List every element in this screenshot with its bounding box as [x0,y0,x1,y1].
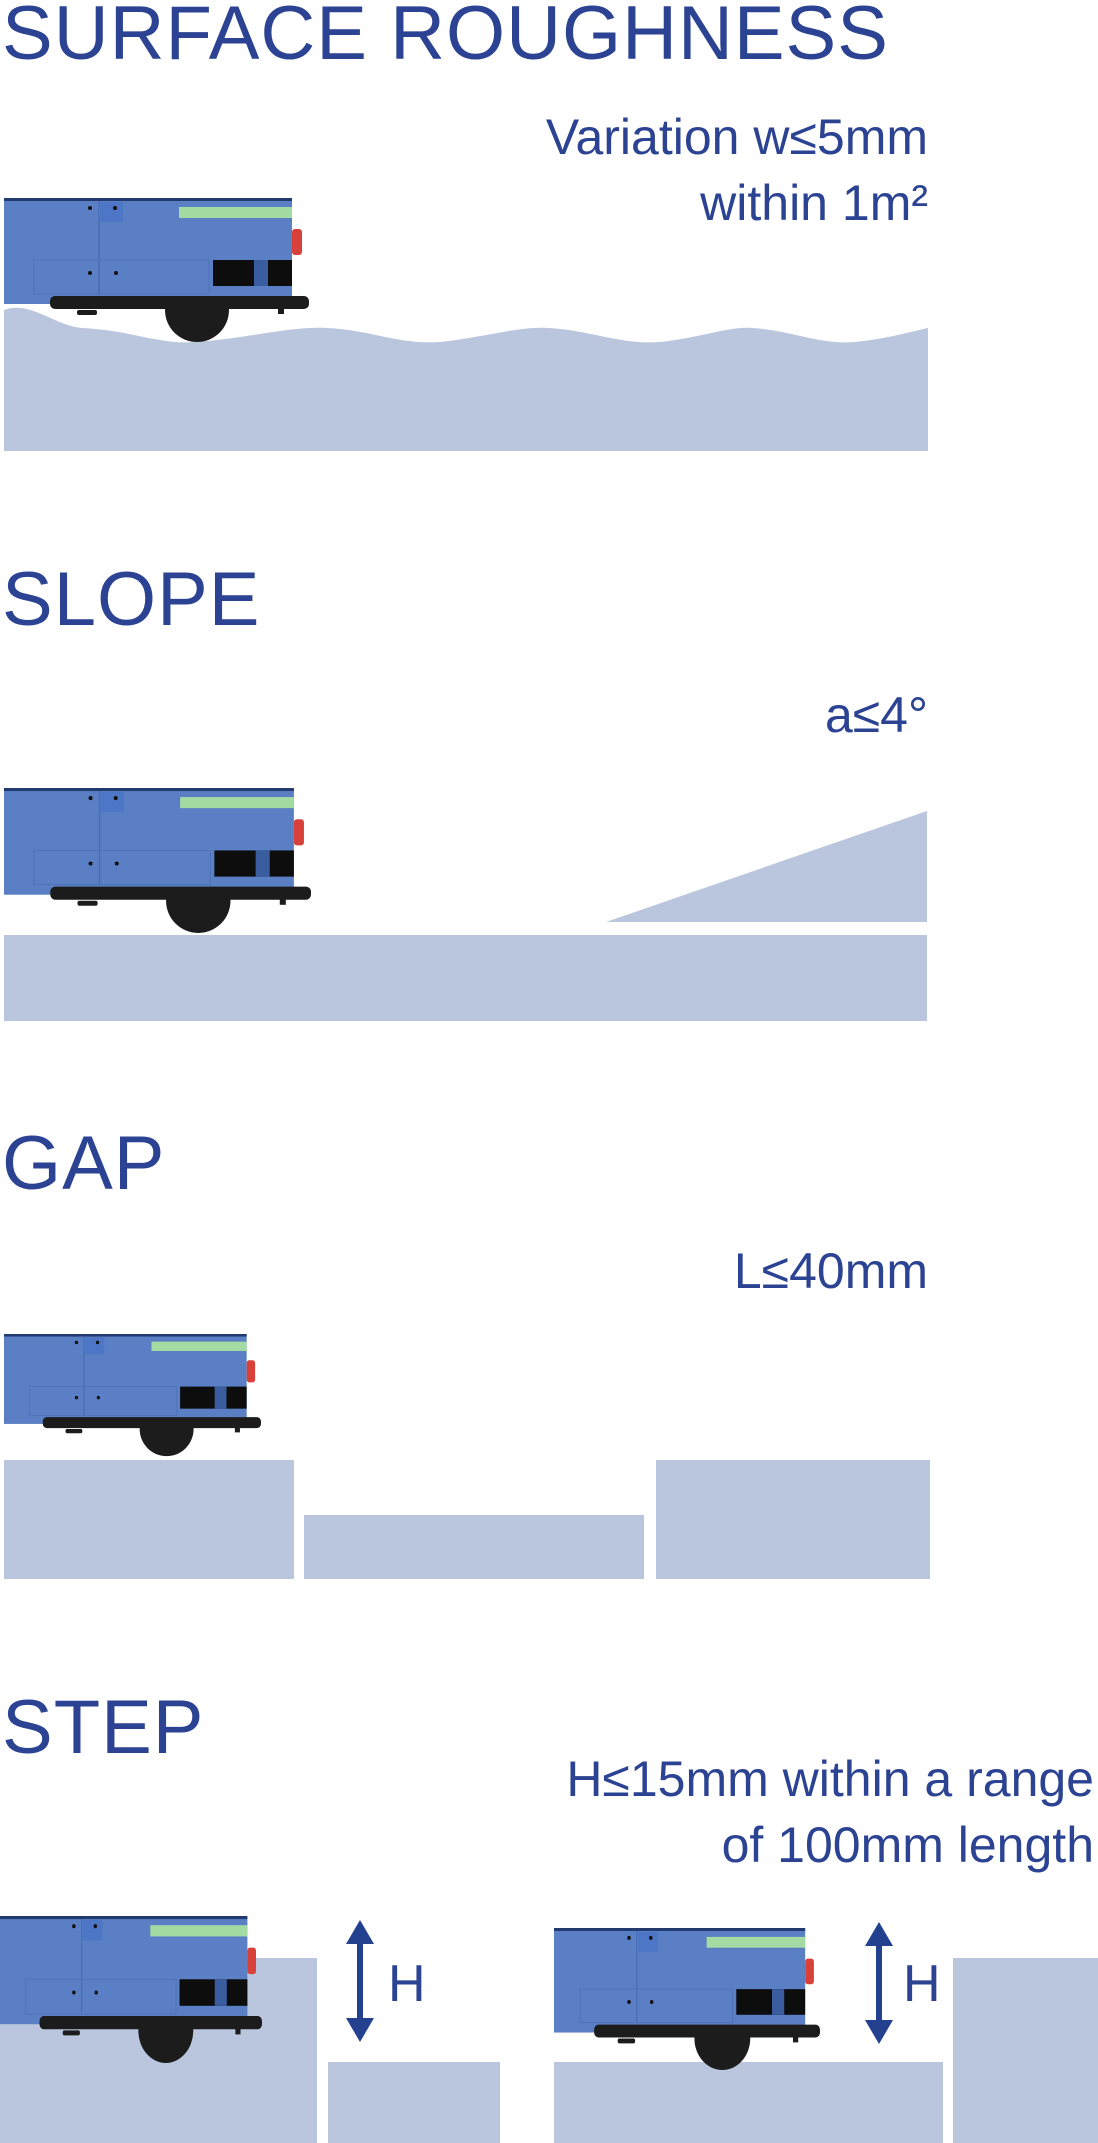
robot-icon [4,788,312,933]
roughness-spec-line2: within 1m² [700,175,928,231]
rough-surface [4,307,928,451]
robot-icon [4,198,309,342]
step-title: STEP [2,1685,205,1770]
step-spec: H≤15mm within a range of 100mm length [566,1746,1094,1878]
step-height-label: H [388,1955,426,2013]
gap-floor-right [656,1460,930,1579]
roughness-spec-line1: Variation w≤5mm [545,109,928,165]
gap-floor-left [4,1460,294,1579]
gap-floor-sunken [304,1515,644,1579]
height-arrow-icon [865,1922,893,2044]
step-block-low-middle [554,2062,943,2143]
step-height-label: H [903,1955,941,2013]
slope-spec: a≤4° [824,687,928,743]
slope-title: SLOPE [2,557,261,642]
robot-step-low [554,1928,820,2071]
robot-slope [4,788,312,934]
step-spec-line2: of 100mm length [721,1817,1094,1873]
robot-icon [0,1916,262,2063]
roughness-spec: Variation w≤5mm within 1m² [546,104,928,236]
step-block-low-left [328,2062,500,2143]
robot-roughness [4,198,309,343]
robot-step-high [0,1916,262,2064]
step-block-high-right [953,1958,1098,2143]
slope-floor [4,935,927,1021]
slope-ramp [606,811,927,922]
robot-gap [4,1334,262,1457]
gap-spec: L≤40mm [733,1243,928,1299]
roughness-title: SURFACE ROUGHNESS [2,0,889,76]
gap-title: GAP [2,1121,166,1206]
robot-icon [4,1334,262,1457]
step-spec-line1: H≤15mm within a range [566,1751,1094,1807]
height-arrow-icon [346,1920,374,2042]
robot-icon [554,1928,820,2071]
